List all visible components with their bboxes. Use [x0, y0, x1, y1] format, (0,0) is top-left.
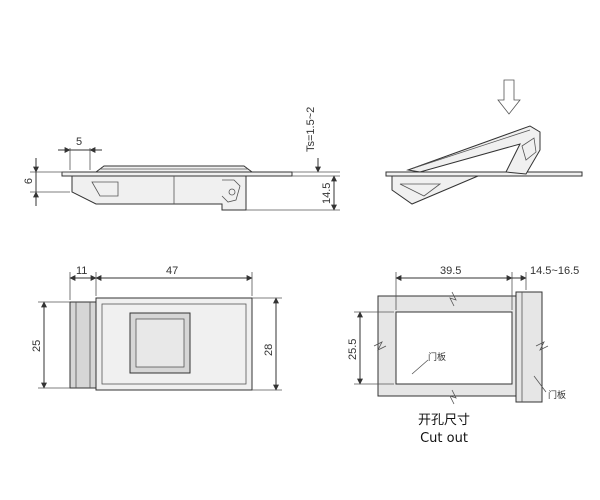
dim-height-left: 25: [31, 340, 43, 352]
cutout-hole: [395, 311, 513, 385]
cutout-caption-cn: 开孔尺寸: [418, 413, 470, 428]
label-door-panel-inner: 门板: [428, 351, 446, 363]
dim-cutout-width: 39.5: [440, 265, 461, 277]
side-view-closed: 5 6 Ts=1.5~2 14.5: [23, 107, 340, 211]
side-view-open: [385, 79, 583, 205]
latch-body: [71, 175, 247, 211]
dim-top-body: 47: [166, 265, 178, 277]
dim-height-right: 28: [263, 344, 275, 356]
label-door-panel-side: 门板: [548, 389, 566, 401]
latch-button-tilted: [406, 125, 541, 175]
dim-side-width: 5: [76, 136, 82, 148]
cutout-view: 39.5 14.5~16.5 25.5 门板 门板 开孔尺寸 Cut out: [347, 265, 579, 446]
latch-body-open: [391, 175, 479, 205]
dim-top-flange: 11: [76, 265, 87, 277]
dim-cutout-height: 25.5: [347, 339, 359, 360]
dim-panel-range: 14.5~16.5: [530, 265, 579, 277]
dim-side-depth: 14.5: [321, 183, 333, 204]
cutout-caption-en: Cut out: [420, 431, 468, 446]
door-panel-plate: [61, 171, 293, 177]
dim-side-height: 6: [23, 178, 35, 184]
door-panel-edge: [515, 291, 543, 403]
dim-thickness: Ts=1.5~2: [305, 107, 317, 152]
press-arrow-icon: [497, 79, 521, 115]
top-view: 11 47 25 28: [31, 265, 282, 391]
latch-flange: [69, 301, 97, 389]
door-panel-plate-open: [385, 171, 583, 177]
